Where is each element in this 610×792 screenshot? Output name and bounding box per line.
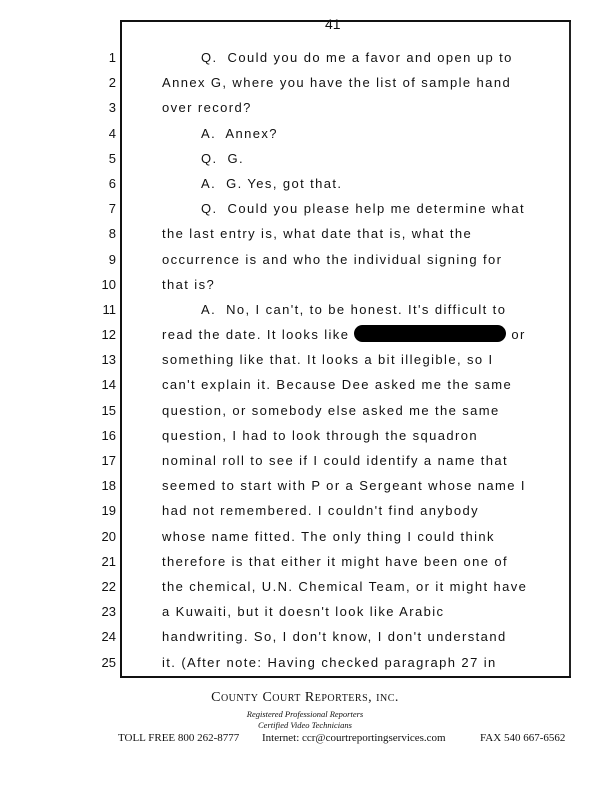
- line-text: it. (After note: Having checked paragrap…: [162, 654, 497, 670]
- line-text: seemed to start with P or a Sergeant who…: [162, 478, 526, 494]
- transcript-line: 14 can't explain it. Because Dee asked me…: [0, 372, 610, 397]
- line-text-before-redaction: read the date. It looks like: [162, 327, 355, 343]
- transcript-line: 1 Q. Could you do me a favor and open up …: [0, 45, 610, 70]
- line-text: that is?: [162, 276, 216, 292]
- line-number: 10: [101, 276, 116, 292]
- footer-fax: FAX 540 667-6562: [480, 732, 566, 744]
- transcript-line: 10 that is?: [0, 272, 610, 297]
- line-text: Q. Could you do me a favor and open up t…: [201, 50, 513, 65]
- transcript-line: 22 the chemical, U.N. Chemical Team, or i…: [0, 574, 610, 599]
- line-text: therefore is that either it might have b…: [162, 553, 509, 569]
- transcript-line: 13 something like that. It looks a bit il…: [0, 347, 610, 372]
- transcript-line: 25 it. (After note: Having checked paragr…: [0, 650, 610, 675]
- transcript-line: 23 a Kuwaiti, but it doesn't look like Ar…: [0, 599, 610, 624]
- line-number: 16: [101, 427, 116, 443]
- line-text: over record?: [162, 100, 252, 116]
- transcript-line: 19 had not remembered. I couldn't find an…: [0, 498, 610, 523]
- transcript-line: 16 question, I had to look through the sq…: [0, 423, 610, 448]
- line-text: A. G. Yes, got that.: [201, 175, 343, 191]
- footer-internet: Internet: ccr@courtreportingservices.com: [262, 732, 446, 744]
- transcript-line: 18 seemed to start with P or a Sergeant w…: [0, 473, 610, 498]
- transcript-line: 15 question, or somebody else asked me th…: [0, 398, 610, 423]
- line-number: 1: [108, 50, 116, 65]
- line-text: the last entry is, what date that is, wh…: [162, 226, 473, 242]
- transcript-line: 9 occurrence is and who the individual si…: [0, 247, 610, 272]
- line-number: 18: [101, 478, 116, 494]
- line-text: something like that. It looks a bit ille…: [162, 352, 494, 368]
- transcript-line: 7 Q. Could you please help me determine w…: [0, 196, 610, 221]
- transcript-line: 11 A. No, I can't, to be honest. It's dif…: [0, 297, 610, 322]
- frame-right-border: [569, 22, 571, 678]
- line-text: A. No, I can't, to be honest. It's diffi…: [201, 301, 507, 317]
- line-number: 8: [108, 226, 116, 242]
- line-text: occurrence is and who the individual sig…: [162, 251, 503, 267]
- transcript-line: 17 nominal roll to see if I could identif…: [0, 448, 610, 473]
- transcript-line: 12 read the date. It looks like or: [0, 322, 610, 347]
- line-text: Q. Could you please help me determine wh…: [201, 201, 525, 217]
- line-number: 17: [101, 453, 116, 468]
- transcript-line: 20 whose name fitted. The only thing I co…: [0, 524, 610, 549]
- transcript-line: 4 A. Annex?: [0, 121, 610, 146]
- line-number: 22: [101, 578, 116, 594]
- line-number: 14: [101, 377, 116, 393]
- redaction-bar: [354, 325, 507, 343]
- line-number: 21: [101, 553, 116, 569]
- line-text: can't explain it. Because Dee asked me t…: [162, 377, 513, 393]
- line-number: 6: [108, 175, 116, 191]
- line-text: Q. G.: [201, 150, 245, 166]
- transcript-lines: 1 Q. Could you do me a favor and open up …: [0, 45, 610, 675]
- footer-tagline-video: Certified Video Technicians: [258, 720, 352, 730]
- line-text: nominal roll to see if I could identify …: [162, 453, 508, 468]
- line-number: 20: [101, 528, 116, 544]
- line-text: a Kuwaiti, but it doesn't look like Arab…: [162, 604, 445, 620]
- transcript-line: 3 over record?: [0, 95, 610, 120]
- line-number: 15: [101, 402, 116, 418]
- line-text-after-redaction: or: [506, 327, 526, 343]
- line-number: 23: [101, 604, 116, 620]
- line-number: 25: [101, 654, 116, 670]
- line-text: question, or somebody else asked me the …: [162, 402, 500, 418]
- line-number: 13: [101, 352, 116, 368]
- line-text: A. Annex?: [201, 125, 278, 141]
- line-number: 4: [108, 125, 116, 141]
- line-text: had not remembered. I couldn't find anyb…: [162, 503, 480, 519]
- line-number: 7: [108, 201, 116, 217]
- line-number: 12: [101, 327, 116, 343]
- line-number: 5: [108, 150, 116, 166]
- line-text: handwriting. So, I don't know, I don't u…: [162, 629, 507, 645]
- line-text: Annex G, where you have the list of samp…: [162, 75, 512, 91]
- line-number: 24: [101, 629, 116, 645]
- footer-tollfree: TOLL FREE 800 262-8777: [118, 732, 240, 744]
- line-number: 2: [108, 75, 116, 91]
- transcript-line: 5 Q. G.: [0, 146, 610, 171]
- line-text: the chemical, U.N. Chemical Team, or it …: [162, 578, 528, 594]
- line-number: 9: [108, 251, 116, 267]
- frame-top-border: [120, 20, 571, 22]
- line-text: read the date. It looks like or: [162, 322, 526, 347]
- footer-company: County Court Reporters, inc.: [211, 690, 399, 705]
- line-text: whose name fitted. The only thing I coul…: [162, 528, 495, 544]
- line-number: 11: [102, 301, 117, 317]
- line-number: 3: [108, 100, 116, 116]
- transcript-line: 2 Annex G, where you have the list of sam…: [0, 70, 610, 95]
- transcript-line: 24 handwriting. So, I don't know, I don't…: [0, 624, 610, 649]
- footer-tagline-reporters: Registered Professional Reporters: [246, 709, 364, 719]
- line-number: 19: [101, 503, 116, 519]
- line-text: question, I had to look through the squa…: [162, 427, 479, 443]
- page-number: 41: [325, 16, 341, 32]
- transcript-line: 8 the last entry is, what date that is, w…: [0, 221, 610, 246]
- frame-left-border: [120, 20, 122, 676]
- frame-bottom-border: [120, 676, 571, 678]
- transcript-line: 6 A. G. Yes, got that.: [0, 171, 610, 196]
- transcript-line: 21 therefore is that either it might have…: [0, 549, 610, 574]
